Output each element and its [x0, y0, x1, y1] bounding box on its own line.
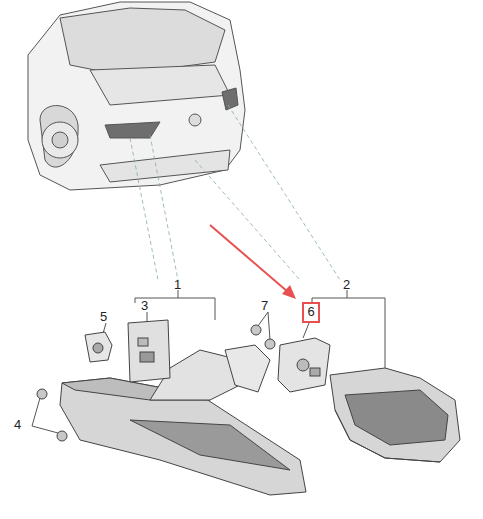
callout-number: 7: [261, 299, 268, 312]
callout-number: 2: [343, 278, 350, 291]
callout-number: 3: [141, 299, 148, 312]
callout-number: 5: [100, 310, 107, 323]
callout-number: 4: [14, 418, 21, 431]
callout-number: 1: [174, 278, 181, 291]
callout-number: 6: [307, 304, 314, 319]
highlight-box: 6: [302, 302, 320, 323]
